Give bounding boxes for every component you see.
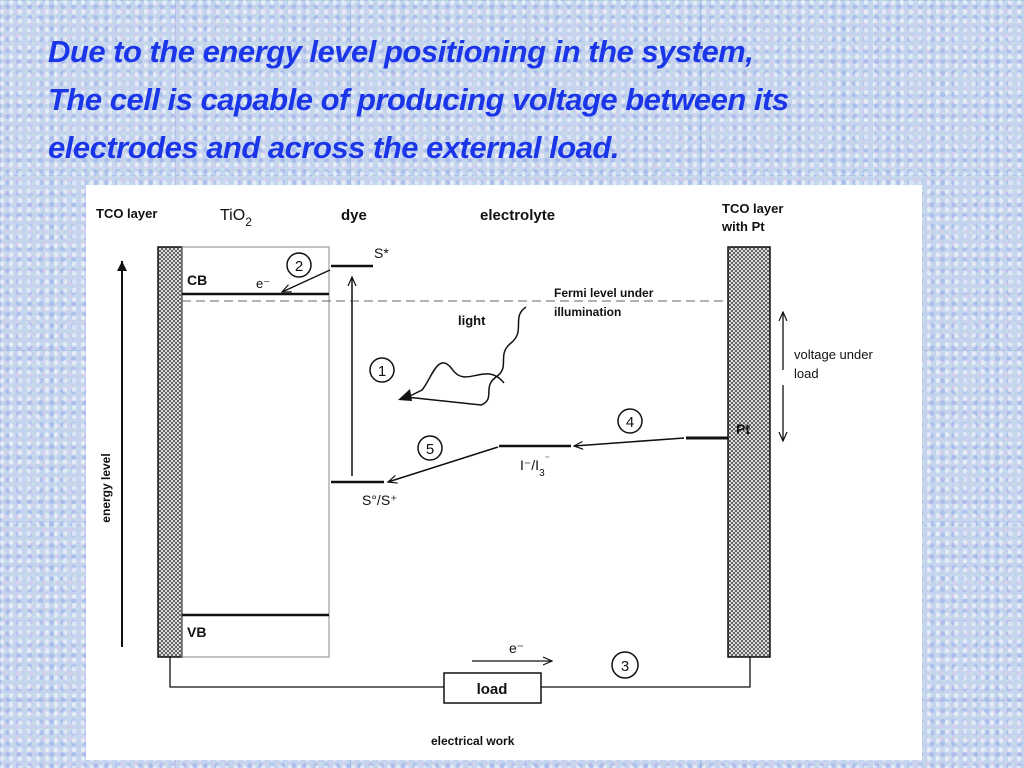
cb-label: CB <box>187 272 207 288</box>
fermi-label-line1: Fermi level under <box>554 286 654 300</box>
tio2-text: TiO <box>220 207 245 224</box>
step-4-circle <box>617 408 643 434</box>
electrolyte-label: electrolyte <box>480 207 555 224</box>
step-4-number: 4 <box>626 414 634 431</box>
left-tco-electrode <box>157 246 183 658</box>
step-5-number: 5 <box>426 441 434 458</box>
right-tco-pt-electrode <box>727 246 771 658</box>
circuit-wire-left <box>169 657 444 688</box>
voltage-label-line1: voltage under <box>794 347 873 362</box>
s-star-label: S* <box>374 245 389 261</box>
cell-diagram-panel: TCO layer TiO2 dye electrolyte TCO layer… <box>86 185 922 760</box>
light-label: light <box>458 313 486 328</box>
energy-level-label: energy level <box>99 453 113 522</box>
injection-arrow <box>282 269 331 293</box>
light-wave-tail <box>405 362 505 399</box>
load-label: load <box>477 681 508 698</box>
electron-flow-label: e⁻ <box>509 640 524 656</box>
circuit-wire-right <box>541 657 751 688</box>
headline-line-3: electrodes and across the external load. <box>48 130 619 165</box>
fermi-label-line2: illumination <box>554 305 621 319</box>
pt-label: Pt <box>736 421 750 437</box>
tco-pt-label-line1: TCO layer <box>722 201 783 216</box>
light-wave-path <box>405 306 527 406</box>
electron-injected-label: e⁻ <box>256 276 270 291</box>
step-1-number: 1 <box>378 363 386 380</box>
tio2-layer-box <box>181 246 330 658</box>
step-2-circle <box>286 252 312 278</box>
dye-reduction-arrow <box>388 446 499 482</box>
vb-label: VB <box>187 624 206 640</box>
s-ground-label: S°/S⁺ <box>362 492 398 508</box>
redox-superscript: ⁻ <box>545 454 550 465</box>
redox-label: I⁻/I3⁻ <box>520 454 550 479</box>
step-3-circle <box>611 651 639 679</box>
step-5-circle <box>417 435 443 461</box>
tco-pt-label-line2: with Pt <box>721 219 765 234</box>
step-2-number: 2 <box>295 258 303 275</box>
energy-level-diagram: TCO layer TiO2 dye electrolyte TCO layer… <box>96 201 873 748</box>
dye-label: dye <box>341 207 367 224</box>
step-1-circle <box>369 357 395 383</box>
electrical-work-label: electrical work <box>431 734 515 748</box>
step-3-number: 3 <box>621 658 629 675</box>
tio2-subscript: 2 <box>245 215 252 229</box>
redox-text: I⁻/I <box>520 457 539 473</box>
regeneration-arrow <box>574 437 685 446</box>
load-box <box>443 672 542 704</box>
headline-line-2: The cell is capable of producing voltage… <box>48 82 789 117</box>
redox-subscript: 3 <box>539 468 545 479</box>
slide-headline: Due to the energy level positioning in t… <box>48 28 1008 172</box>
tio2-label: TiO2 <box>220 207 252 229</box>
light-arrowhead <box>398 389 412 401</box>
headline-line-1: Due to the energy level positioning in t… <box>48 34 754 69</box>
voltage-label-line2: load <box>794 366 819 381</box>
tco-layer-label: TCO layer <box>96 206 157 221</box>
